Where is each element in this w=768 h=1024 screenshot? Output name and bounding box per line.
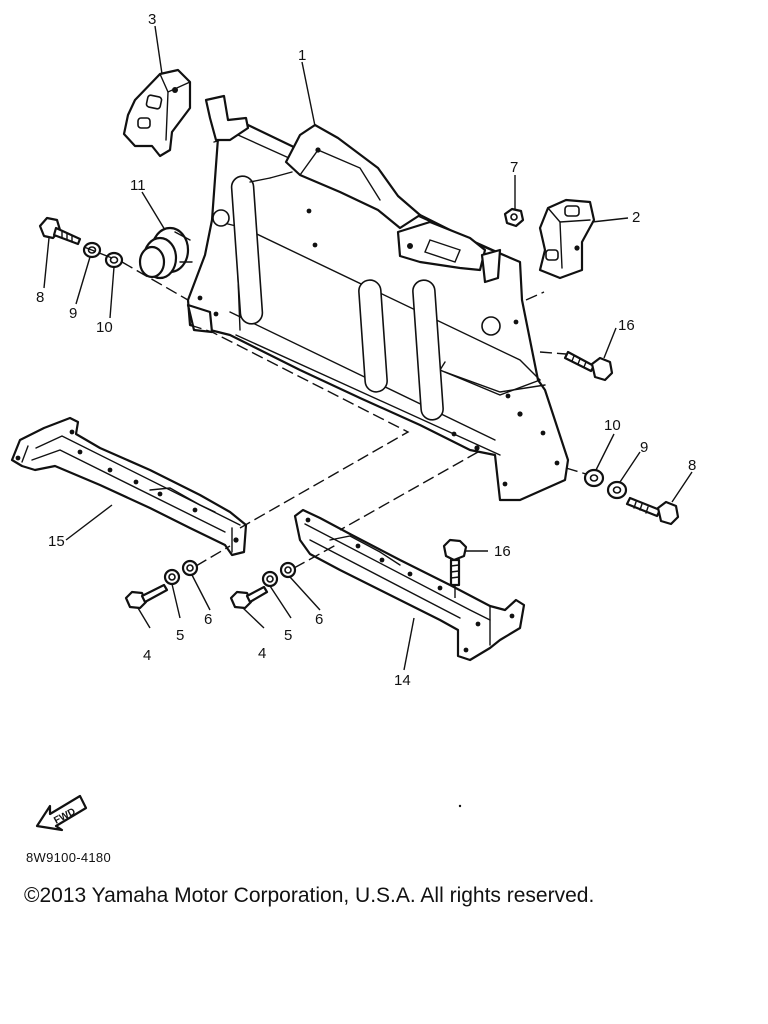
washer-6-right	[279, 561, 297, 579]
callout-6b: 6	[315, 611, 323, 628]
leader-lines	[43, 25, 693, 671]
washer-5-left	[163, 568, 181, 586]
right-washer-9	[606, 480, 628, 500]
callout-15: 15	[48, 533, 65, 550]
right-washer-10	[583, 468, 605, 488]
part-11-damper	[138, 226, 193, 280]
callout-16a: 16	[618, 317, 635, 334]
callout-8a: 8	[36, 289, 44, 306]
callout-9b: 9	[640, 439, 648, 456]
washer-6-left	[181, 559, 199, 577]
callout-3: 3	[148, 11, 156, 28]
washer-5-right	[261, 570, 279, 588]
callout-2: 2	[632, 209, 640, 226]
callout-7: 7	[510, 159, 518, 176]
fwd-arrow-icon: FWD	[35, 794, 88, 832]
callout-5b: 5	[284, 627, 292, 644]
callout-16b: 16	[494, 543, 511, 560]
callout-11: 11	[130, 177, 146, 194]
part-2-bracket	[538, 198, 596, 280]
callout-6a: 6	[204, 611, 212, 628]
callout-10b: 10	[604, 417, 621, 434]
part-14-rail	[293, 508, 526, 662]
bolt-4-right	[229, 585, 269, 610]
callout-labels: 3 1 2 7 11 8 9 10 16 10 9 8 16 15 4 5 6 …	[36, 11, 696, 689]
part-15-rail	[10, 416, 248, 557]
part-16-bolt-lower	[442, 538, 468, 587]
diagram-code: 8W9100-4180	[26, 850, 111, 865]
callout-10a: 10	[96, 319, 113, 336]
callout-8b: 8	[688, 457, 696, 474]
copyright-text: ©2013 Yamaha Motor Corporation, U.S.A. A…	[24, 884, 595, 907]
part-7-nut	[503, 207, 525, 228]
callout-4a: 4	[143, 647, 151, 664]
left-washer-10	[104, 251, 124, 269]
part-1-main-frame	[186, 94, 570, 502]
part-16-bolt-upper	[563, 350, 614, 382]
callout-9a: 9	[69, 305, 77, 322]
callout-14: 14	[394, 672, 411, 689]
left-bolt-8	[38, 216, 82, 246]
callout-5a: 5	[176, 627, 184, 644]
bolt-4-left	[124, 583, 169, 610]
part-3-bracket	[122, 68, 192, 158]
callout-4b: 4	[258, 645, 266, 662]
right-bolt-8	[625, 496, 680, 526]
callout-1: 1	[298, 47, 306, 64]
assembly-lines	[83, 246, 587, 600]
